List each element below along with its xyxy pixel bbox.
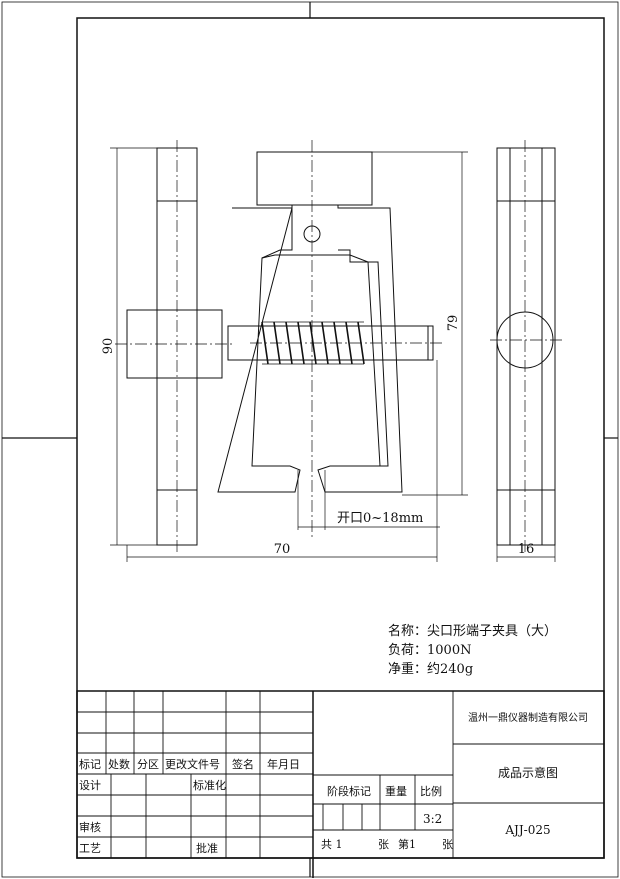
company-name: 温州一鼎仪器制造有限公司 bbox=[468, 711, 588, 724]
note-weight: 净重：约240g bbox=[388, 661, 473, 677]
dimension-opening: 开口0~18mm bbox=[337, 511, 423, 526]
dimension-90: 90 bbox=[101, 338, 116, 355]
dimension-70: 70 bbox=[274, 542, 291, 557]
dimension-16: 16 bbox=[518, 542, 535, 557]
label-weight: 重量 bbox=[385, 784, 407, 798]
note-load: 负荷：1000N bbox=[388, 643, 471, 658]
note-name: 名称：尖口形端子夹具（大） bbox=[388, 623, 557, 639]
header-signature: 签名 bbox=[232, 757, 254, 771]
drawing-title: 成品示意图 bbox=[498, 765, 558, 780]
header-change-doc: 更改文件号 bbox=[165, 757, 220, 771]
front-view bbox=[217, 140, 445, 540]
dimension-lines bbox=[110, 147, 556, 562]
label-approve: 批准 bbox=[196, 841, 218, 855]
sheets-total: 共 1 bbox=[321, 838, 343, 851]
sheet-number: 第1 bbox=[398, 837, 416, 851]
label-stage-mark: 阶段标记 bbox=[327, 784, 371, 798]
side-view-right bbox=[490, 140, 562, 552]
label-design: 设计 bbox=[79, 779, 101, 792]
dimension-79: 79 bbox=[446, 315, 461, 332]
title-block bbox=[76, 690, 605, 878]
header-zone: 分区 bbox=[137, 758, 159, 771]
header-date: 年月日 bbox=[267, 757, 300, 771]
sheet-unit-2: 张 bbox=[442, 838, 453, 851]
drawing-number: AJJ-025 bbox=[504, 823, 550, 837]
header-count: 处数 bbox=[108, 758, 130, 771]
side-view-left bbox=[115, 140, 232, 552]
label-review: 审核 bbox=[79, 820, 101, 834]
scale-value: 3:2 bbox=[423, 812, 442, 826]
sheet-unit: 张 bbox=[378, 838, 389, 851]
header-mark: 标记 bbox=[79, 757, 101, 771]
label-process: 工艺 bbox=[79, 842, 101, 855]
label-standardization: 标准化 bbox=[193, 778, 226, 792]
label-scale: 比例 bbox=[420, 784, 442, 798]
